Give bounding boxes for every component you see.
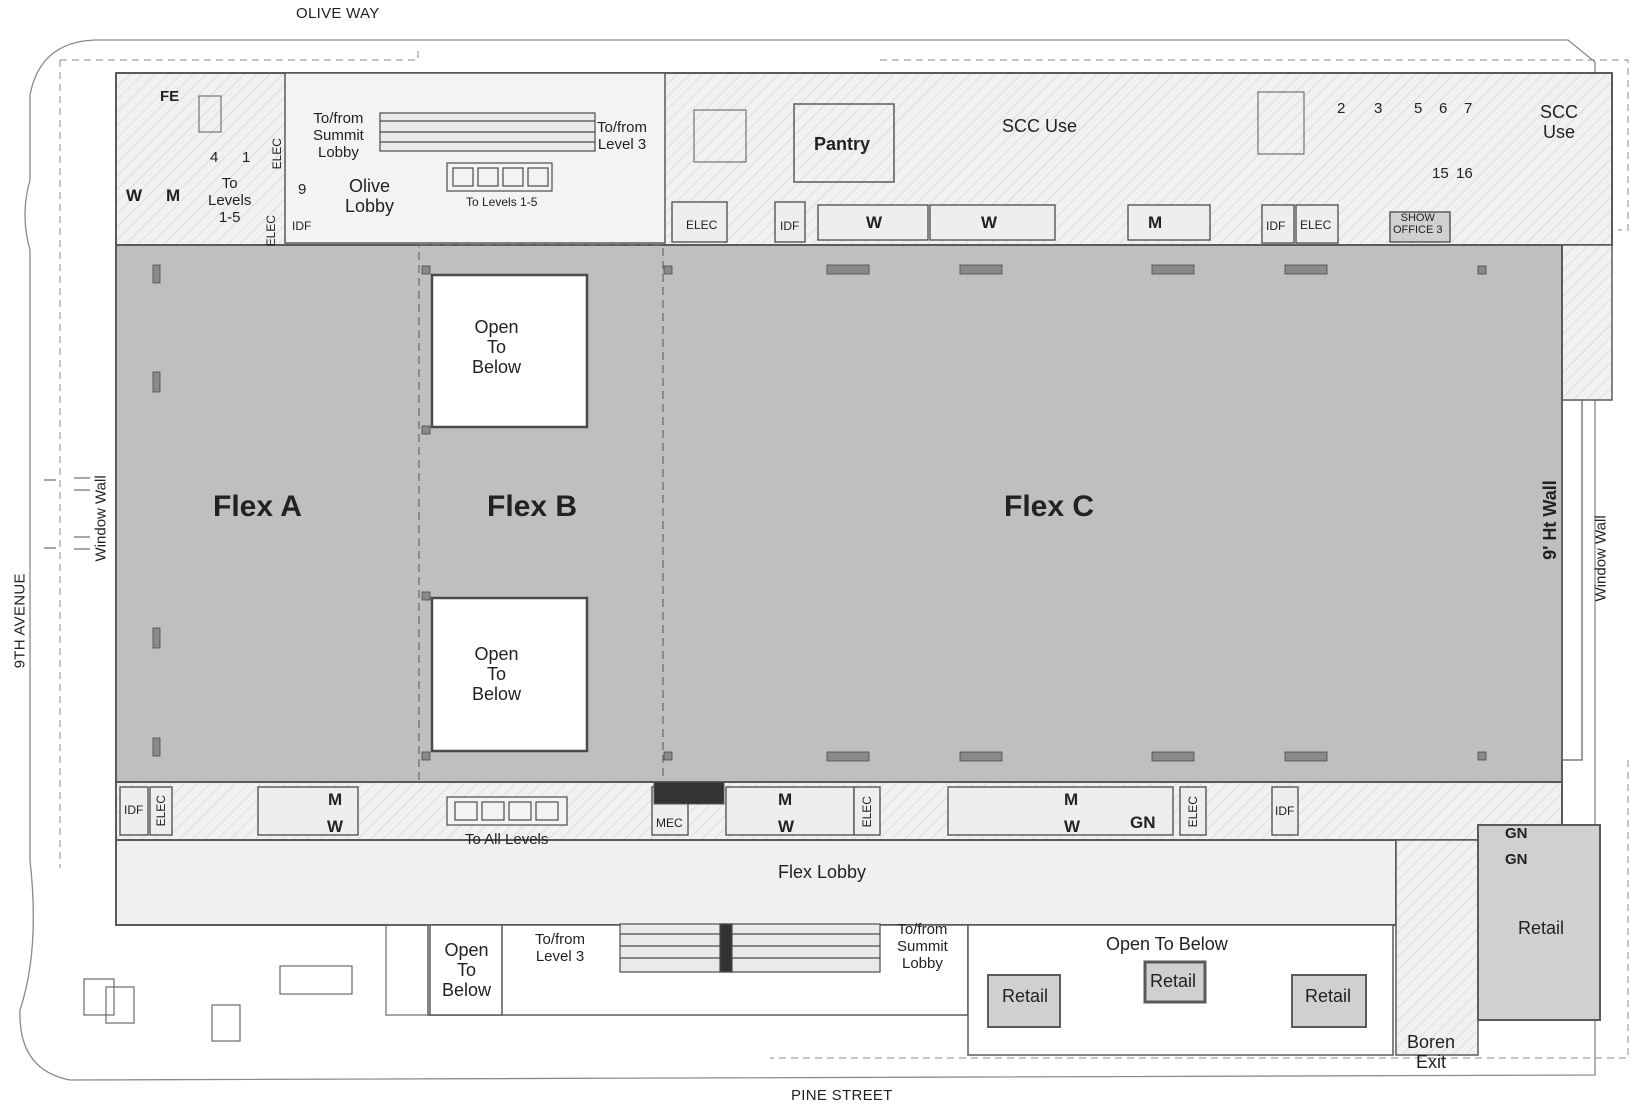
elevator-number-9: 9	[298, 181, 307, 198]
elec-south-1: ELEC	[859, 796, 874, 828]
elevator-bank-south	[446, 796, 568, 826]
elevator-number-6: 6	[1439, 100, 1448, 117]
boren-exit-label[interactable]: Boren Exit	[1407, 1032, 1456, 1073]
elevator-number-4: 4	[210, 149, 219, 166]
show-office-label: SHOW OFFICE 3	[1393, 212, 1443, 237]
to-from-summit-south-label: To/from Summit Lobby	[897, 921, 948, 972]
elec-north-west-1: ELEC	[269, 138, 284, 170]
hall-flex-b[interactable]: Flex B	[487, 490, 578, 523]
show-office-room	[1389, 211, 1451, 243]
restroom-m-south-3: M	[1064, 790, 1079, 809]
retail-mid-label[interactable]: Retail	[1150, 971, 1197, 991]
east-window-wall	[1561, 399, 1583, 761]
idf-north-2: IDF	[1266, 219, 1286, 233]
to-from-summit-north-label: To/from Summit Lobby	[313, 110, 364, 161]
stair-symbols	[198, 91, 1305, 805]
elec-north-west-2: ELEC	[263, 215, 278, 247]
escalators-south	[619, 923, 881, 973]
pantry-label[interactable]: Pantry	[814, 134, 871, 154]
elec-north-2: ELEC	[1300, 218, 1332, 232]
elevator-number-3: 3	[1374, 100, 1383, 117]
retail-east	[1477, 824, 1601, 1021]
columns	[152, 264, 1487, 762]
retail-sw-label[interactable]: Retail	[1002, 986, 1049, 1006]
flex-lobby-label[interactable]: Flex Lobby	[778, 862, 867, 882]
restroom-w-north-2: W	[981, 213, 998, 232]
scc-use-corner-label: SCC Use	[1540, 102, 1579, 143]
street-south-label: PINE STREET	[791, 1087, 893, 1104]
to-levels-stack-label: To Levels 1-5	[208, 175, 252, 226]
olive-lobby-label[interactable]: Olive Lobby	[345, 176, 395, 217]
restroom-w-south-1: W	[327, 817, 344, 836]
elevator-number-1: 1	[242, 149, 251, 166]
fe-label: FE	[160, 88, 180, 105]
retail-mid	[1143, 960, 1207, 1004]
restroom-w-south-3: W	[1064, 817, 1081, 836]
idf-north-1: IDF	[780, 219, 800, 233]
family-restroom-gn-3: GN	[1505, 851, 1528, 868]
ht-wall-label: 9' Ht Wall	[1539, 480, 1560, 560]
flex-lobby-area	[115, 839, 1397, 926]
idf-south-east: IDF	[1275, 804, 1295, 818]
elevator-number-5: 5	[1414, 100, 1423, 117]
retail-se-label[interactable]: Retail	[1305, 986, 1352, 1006]
restroom-m-south-2: M	[778, 790, 793, 809]
open-to-below-north	[430, 273, 589, 429]
hall-flex-a[interactable]: Flex A	[213, 490, 302, 523]
restroom-w-south-2: W	[778, 817, 795, 836]
north-service-rooms	[671, 201, 1339, 244]
to-levels-north-label: To Levels 1-5	[466, 195, 538, 209]
family-restroom-gn-2: GN	[1505, 825, 1528, 842]
restroom-m-north: M	[1148, 213, 1163, 232]
open-to-below-north-label: Open To Below	[472, 317, 522, 378]
open-to-below-south	[430, 596, 589, 753]
west-window-wall-label: Window Wall	[92, 475, 110, 562]
family-restroom-gn-1: GN	[1130, 813, 1156, 832]
to-from-level3-north-label: To/from Level 3	[597, 119, 648, 153]
boren-exit-area	[1395, 839, 1479, 1056]
retail-east-label[interactable]: Retail	[1518, 918, 1565, 938]
east-service-strip	[1559, 244, 1613, 401]
escalators-north	[379, 112, 596, 152]
elevator-number-7: 7	[1464, 100, 1473, 117]
idf-south-west: IDF	[124, 803, 144, 817]
flex-halls-area	[115, 244, 1563, 783]
property-line	[59, 46, 1629, 1059]
open-to-below-sw	[429, 924, 503, 1016]
pantry-room	[793, 103, 895, 183]
restroom-m-south-1: M	[328, 790, 343, 809]
sw-exterior-structures	[83, 924, 429, 1042]
retail-sw	[987, 974, 1061, 1028]
restroom-m-nw: M	[166, 186, 181, 205]
open-to-below-south-area-label: Open To Below	[1106, 934, 1228, 954]
olive-lobby-area	[284, 72, 666, 244]
open-to-below-sw-label: Open To Below	[442, 940, 492, 1001]
idf-north-west: IDF	[292, 219, 312, 233]
to-from-level3-south-label: To/from Level 3	[535, 931, 586, 965]
elevator-bank-north	[446, 162, 553, 192]
restroom-w-north-1: W	[866, 213, 883, 232]
street-west-label: 9TH AVENUE	[11, 573, 29, 669]
retail-se	[1291, 974, 1367, 1028]
elec-north-1: ELEC	[686, 218, 718, 232]
elec-south-west: ELEC	[153, 795, 168, 827]
elevator-number-16: 16	[1456, 165, 1473, 182]
open-to-below-south-label: Open To Below	[472, 644, 522, 705]
elevator-number-2: 2	[1337, 100, 1346, 117]
east-window-wall-label: Window Wall	[1592, 515, 1610, 602]
site-boundary	[19, 39, 1596, 1081]
elevator-number-15: 15	[1432, 165, 1449, 182]
elec-south-2: ELEC	[1185, 796, 1200, 828]
hall-flex-c[interactable]: Flex C	[1004, 490, 1095, 523]
mec-room: MEC	[656, 816, 683, 830]
scc-use-label: SCC Use	[1002, 116, 1078, 136]
west-edge-marks	[44, 477, 90, 550]
restroom-w-nw: W	[126, 186, 143, 205]
street-north-label: OLIVE WAY	[296, 5, 380, 22]
to-all-levels-label: To All Levels	[465, 831, 549, 848]
south-service-rooms	[119, 786, 1299, 836]
